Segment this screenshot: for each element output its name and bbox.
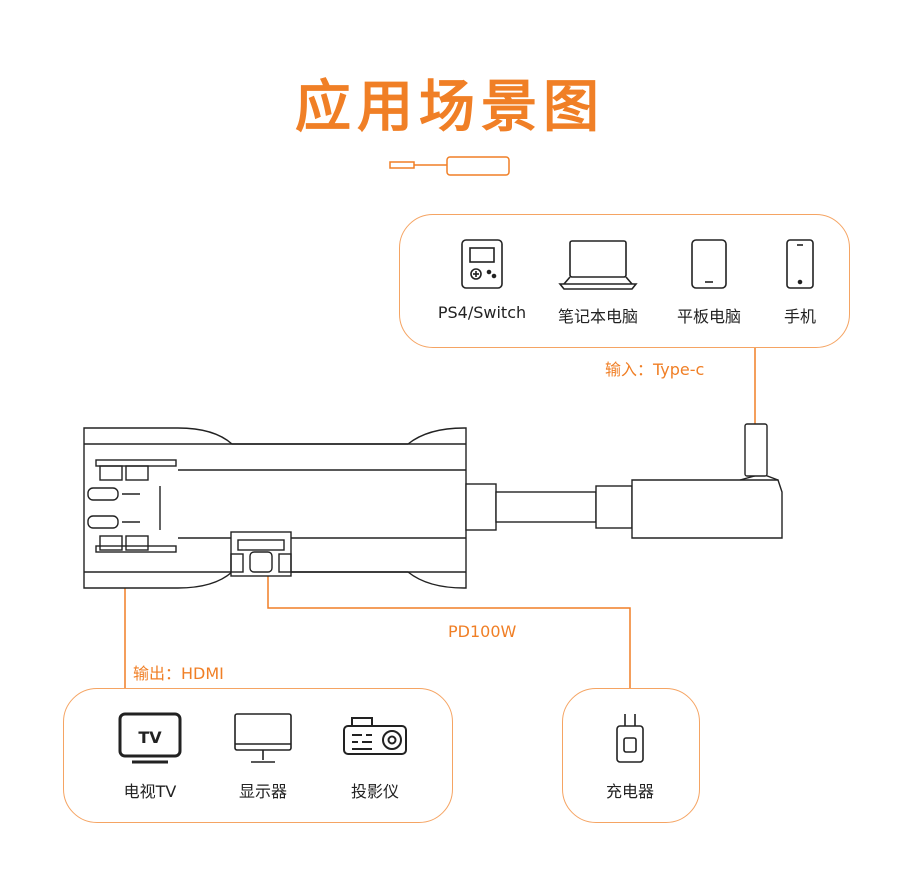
- charger-box: [562, 688, 700, 823]
- output-connection-label: 输出：HDMI: [133, 664, 224, 683]
- device-label-laptop: 笔记本电脑: [557, 307, 638, 326]
- device-label-projector: 投影仪: [350, 782, 399, 801]
- adapter-thumbnail: [389, 156, 510, 176]
- device-label-phone: 手机: [783, 307, 816, 326]
- tv-icon: TV: [118, 712, 182, 764]
- device-label-tablet: 平板电脑: [676, 307, 741, 326]
- adapter-cable: [465, 423, 783, 539]
- device-label-charger: 充电器: [605, 782, 654, 801]
- charger-icon: [616, 714, 644, 763]
- device-label-monitor: 显示器: [238, 782, 287, 801]
- svg-text:TV: TV: [138, 728, 162, 747]
- device-label-tv: 电视TV: [123, 782, 177, 801]
- projector-icon: [343, 717, 407, 755]
- monitor-icon: [234, 713, 292, 763]
- tablet-icon: [691, 239, 727, 289]
- laptop-icon: [558, 240, 638, 290]
- phone-icon: [786, 239, 814, 289]
- charger-connection-label: PD100W: [448, 622, 517, 641]
- adapter-body: [83, 427, 467, 589]
- input-connection-label: 输入：Type-c: [605, 360, 705, 379]
- input-devices-box: [399, 214, 850, 348]
- gamepad-icon: [461, 239, 503, 289]
- device-label-ps4-switch: PS4/Switch: [437, 303, 527, 322]
- charger-connection-line: [267, 572, 631, 688]
- page-title: 应用场景图: [295, 75, 605, 140]
